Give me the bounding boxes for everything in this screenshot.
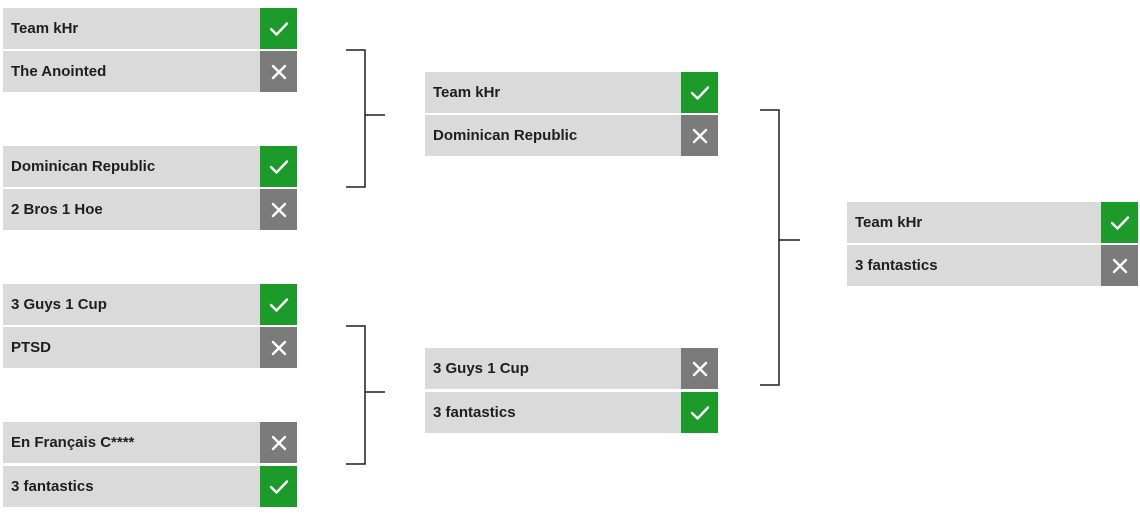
- cross-icon: [260, 422, 297, 463]
- cross-icon: [681, 348, 718, 389]
- round1-slot: PTSD: [3, 327, 297, 368]
- final-slot: 3 fantastics: [847, 245, 1138, 286]
- round2-slot: 3 Guys 1 Cup: [425, 348, 718, 389]
- check-icon: [260, 466, 297, 507]
- check-icon: [260, 284, 297, 325]
- check-icon: [260, 8, 297, 49]
- round1-slot: 3 fantastics: [3, 466, 297, 507]
- cross-icon: [681, 115, 718, 156]
- round1-slot: Dominican Republic: [3, 146, 297, 187]
- team-name: The Anointed: [3, 51, 260, 92]
- round1-slot: 3 Guys 1 Cup: [3, 284, 297, 325]
- team-name: 3 Guys 1 Cup: [3, 284, 260, 325]
- final-slot: Team kHr: [847, 202, 1138, 243]
- connector-r1-top: [346, 49, 385, 188]
- team-name: 3 fantastics: [425, 392, 681, 433]
- cross-icon: [260, 189, 297, 230]
- team-name: Team kHr: [3, 8, 260, 49]
- connector-r2: [760, 109, 800, 386]
- team-name: En Français C****: [3, 422, 260, 463]
- check-icon: [681, 392, 718, 433]
- check-icon: [260, 146, 297, 187]
- cross-icon: [260, 51, 297, 92]
- team-name: Team kHr: [847, 202, 1101, 243]
- round1-slot: Team kHr: [3, 8, 297, 49]
- team-name: 3 fantastics: [847, 245, 1101, 286]
- team-name: 3 fantastics: [3, 466, 260, 507]
- check-icon: [681, 72, 718, 113]
- cross-icon: [260, 327, 297, 368]
- team-name: Team kHr: [425, 72, 681, 113]
- team-name: Dominican Republic: [3, 146, 260, 187]
- round1-slot: 2 Bros 1 Hoe: [3, 189, 297, 230]
- check-icon: [1101, 202, 1138, 243]
- cross-icon: [1101, 245, 1138, 286]
- round1-slot: The Anointed: [3, 51, 297, 92]
- round2-slot: Dominican Republic: [425, 115, 718, 156]
- round2-slot: Team kHr: [425, 72, 718, 113]
- team-name: PTSD: [3, 327, 260, 368]
- round1-slot: En Français C****: [3, 422, 297, 463]
- connector-r1-bottom: [346, 325, 385, 465]
- round2-slot: 3 fantastics: [425, 392, 718, 433]
- team-name: 2 Bros 1 Hoe: [3, 189, 260, 230]
- team-name: 3 Guys 1 Cup: [425, 348, 681, 389]
- team-name: Dominican Republic: [425, 115, 681, 156]
